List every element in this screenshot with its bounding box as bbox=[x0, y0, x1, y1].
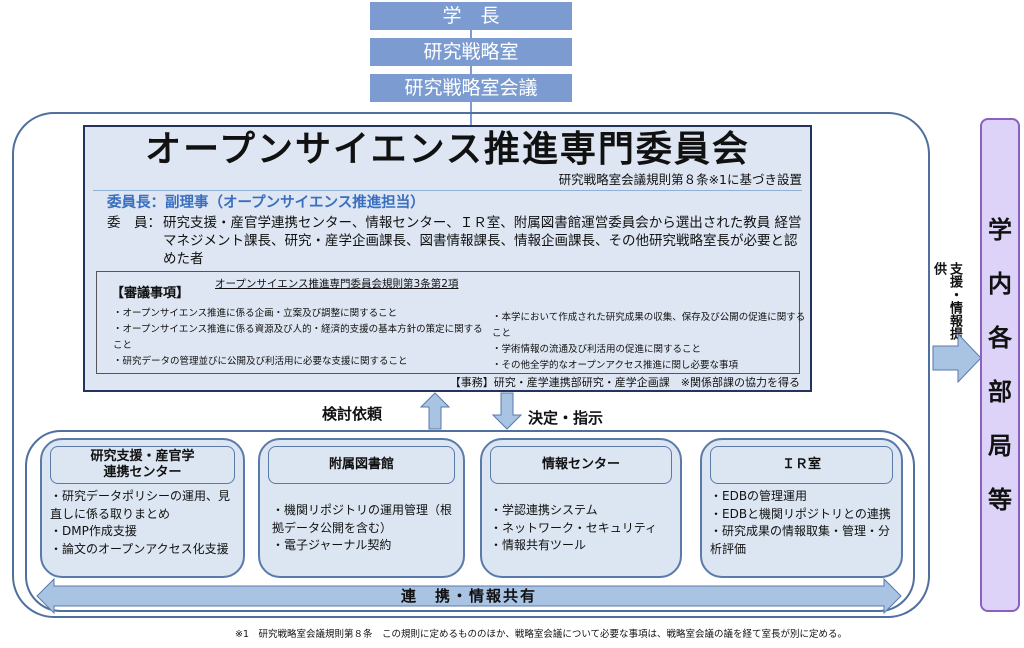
decision-instruction-label: 決定・指示 bbox=[528, 409, 604, 427]
strategy-office-council-box: 研究戦略室会議 bbox=[370, 74, 572, 102]
unit-title: 附属図書館 bbox=[268, 446, 455, 484]
deliberation-rule: オープンサイエンス推進専門委員会規則第3条第2項 bbox=[215, 278, 459, 290]
unit-item: ・DMP作成支援 bbox=[50, 524, 137, 538]
unit-item: ・機関リポジトリの運用管理（根拠データ公開を含む） bbox=[272, 503, 453, 535]
right-arrow-icon bbox=[932, 333, 982, 383]
unit-title: 研究支援・産官学 連携センター bbox=[50, 446, 235, 484]
campus-char: 内 bbox=[988, 270, 1012, 298]
committee-outer-frame bbox=[12, 112, 930, 618]
unit-item: ・研究成果の情報取集・管理・分析評価 bbox=[710, 524, 891, 556]
unit-item: ・学認連携システム bbox=[490, 503, 598, 517]
divider bbox=[93, 190, 802, 191]
deliberation-item: ・学術情報の流通及び利活用の促進に関すること bbox=[492, 344, 702, 355]
unit-item: ・EDBの管理運用 bbox=[710, 489, 808, 503]
down-arrow-icon bbox=[492, 392, 522, 430]
committee-members: 委 員： 研究支援・産官学連携センター、情報センター、ＩＲ室、附属図書館運営委員… bbox=[107, 214, 808, 268]
unit-item: ・論文のオープンアクセス化支援 bbox=[50, 541, 229, 556]
deliberation-item: ・オープンサイエンス推進に係る企画・立案及び調整に関すること bbox=[113, 308, 398, 319]
members-text: 研究支援・産官学連携センター、情報センター、ＩＲ室、附属図書館運営委員会から選出… bbox=[163, 215, 802, 267]
campus-char: 学 bbox=[988, 216, 1012, 244]
unit-item: ・電子ジャーナル契約 bbox=[272, 538, 392, 552]
unit-items: ・機関リポジトリの運用管理（根拠データ公開を含む） ・電子ジャーナル契約 bbox=[272, 502, 459, 555]
campus-char: 各 bbox=[988, 324, 1012, 352]
unit-library: 附属図書館 ・機関リポジトリの運用管理（根拠データ公開を含む） ・電子ジャーナル… bbox=[258, 438, 465, 578]
deliberation-box: 【審議事項】 オープンサイエンス推進専門委員会規則第3条第2項 ・オープンサイエ… bbox=[96, 271, 805, 374]
deliberation-heading: 【審議事項】 bbox=[111, 286, 190, 301]
units-frame bbox=[25, 430, 915, 612]
campus-departments-box: 学 内 各 部 局 等 bbox=[980, 118, 1020, 612]
collaboration-double-arrow: 連 携・情報共有 bbox=[36, 578, 902, 614]
unit-items: ・研究データポリシーの運用、見直しに係る取りまとめ ・DMP作成支援 ・論文のオ… bbox=[50, 488, 239, 558]
office-note: 【事務】研究・産学連携部研究・産学企画課 ※関係部課の協力を得る bbox=[449, 376, 800, 389]
footnote: ※1 研究戦略室会議規則第８条 この規則に定めるもののほか、戦略室会議について必… bbox=[235, 629, 848, 640]
committee-title: オープンサイエンス推進専門委員会 bbox=[145, 129, 750, 170]
deliberation-item: ・その他全学的なオープンアクセス推進に関し必要な事項 bbox=[492, 360, 738, 371]
committee-chair: 委員長：副理事（オープンサイエンス推進担当） bbox=[107, 195, 425, 211]
deliberation-items-right: ・本学において作成された研究成果の収集、保存及び公開の促進に関すること ・学術情… bbox=[492, 310, 812, 374]
unit-ir-office: ＩＲ室 ・EDBの管理運用 ・EDBと機関リポジトリとの連携 ・研究成果の情報取… bbox=[700, 438, 903, 578]
deliberation-item: ・研究データの管理並びに公開及び利活用に必要な支援に関すること bbox=[113, 356, 408, 367]
unit-item: ・ネットワーク・セキュリティ bbox=[490, 520, 658, 535]
unit-title: 情報センター bbox=[490, 446, 672, 484]
double-arrow-icon bbox=[36, 578, 902, 614]
unit-item: ・EDBと機関リポジトリとの連携 bbox=[710, 506, 891, 521]
deliberation-item: ・本学において作成された研究成果の収集、保存及び公開の促進に関すること bbox=[492, 312, 806, 339]
unit-items: ・学認連携システム ・ネットワーク・セキュリティ ・情報共有ツール bbox=[490, 502, 676, 555]
campus-char: 局 bbox=[988, 432, 1012, 460]
unit-items: ・EDBの管理運用 ・EDBと機関リポジトリとの連携 ・研究成果の情報取集・管理… bbox=[710, 488, 897, 558]
unit-research-support-center: 研究支援・産官学 連携センター ・研究データポリシーの運用、見直しに係る取りまと… bbox=[40, 438, 245, 578]
up-arrow-icon bbox=[420, 392, 450, 430]
unit-item: ・研究データポリシーの運用、見直しに係る取りまとめ bbox=[50, 489, 231, 521]
unit-item: ・情報共有ツール bbox=[490, 538, 587, 552]
committee-box: オープンサイエンス推進専門委員会 研究戦略室会議規則第８条※1に基づき設置 委員… bbox=[83, 125, 812, 392]
campus-char: 部 bbox=[988, 378, 1012, 406]
campus-char: 等 bbox=[988, 486, 1012, 514]
unit-information-center: 情報センター ・学認連携システム ・ネットワーク・セキュリティ ・情報共有ツール bbox=[480, 438, 682, 578]
unit-title: ＩＲ室 bbox=[710, 446, 893, 484]
deliberation-item: ・オープンサイエンス推進に係る資源及び人的・経済的支援の基本方針の策定に関するこ… bbox=[113, 324, 483, 351]
support-label: 支援・情報提供 bbox=[931, 262, 962, 340]
review-request-label: 検討依頼 bbox=[322, 405, 383, 423]
president-box: 学 長 bbox=[370, 2, 572, 30]
committee-subtitle: 研究戦略室会議規則第８条※1に基づき設置 bbox=[558, 172, 802, 187]
research-strategy-office-box: 研究戦略室 bbox=[370, 38, 572, 66]
members-label: 委 員： bbox=[107, 215, 161, 231]
deliberation-items-left: ・オープンサイエンス推進に係る企画・立案及び調整に関すること ・オープンサイエン… bbox=[113, 306, 483, 370]
collaboration-label: 連 携・情報共有 bbox=[400, 587, 537, 605]
